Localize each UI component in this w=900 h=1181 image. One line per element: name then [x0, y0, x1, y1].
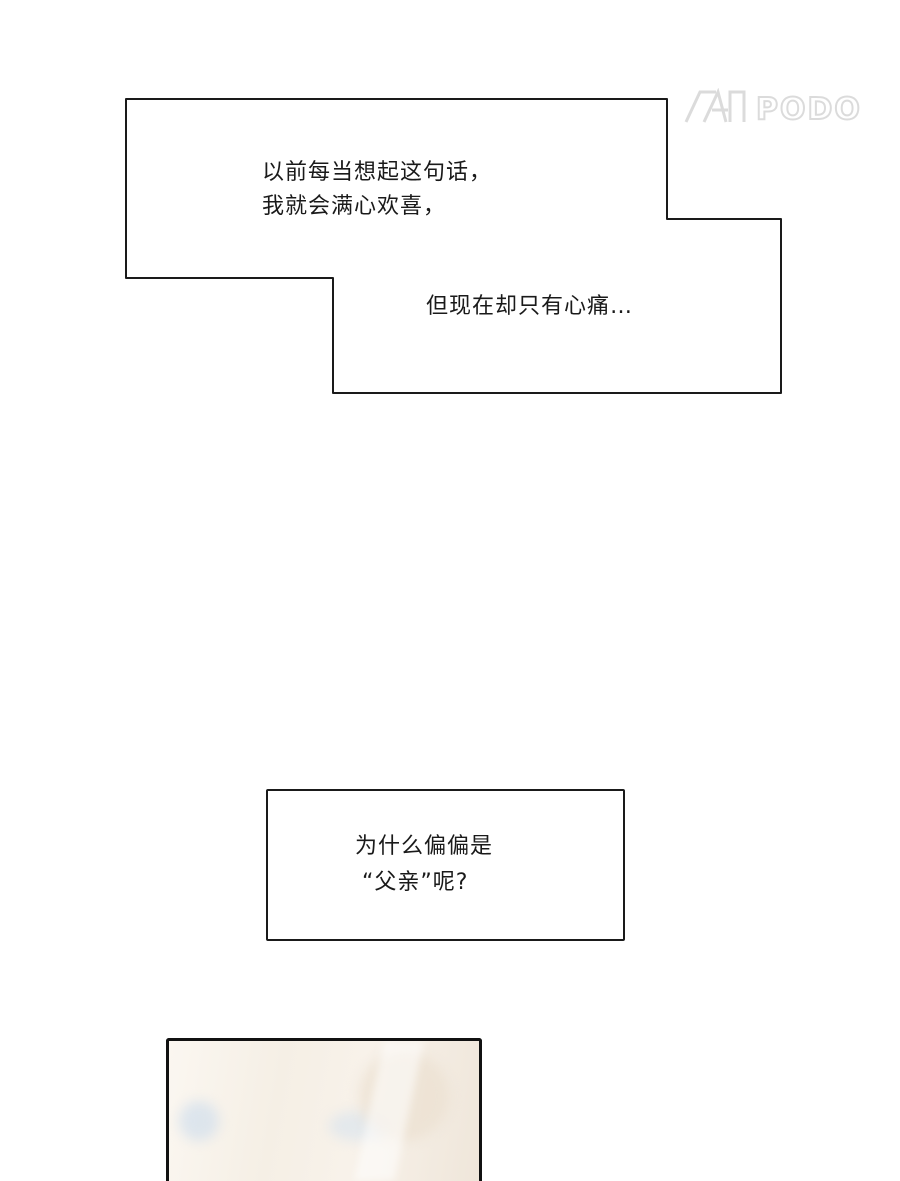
- caption-line: “父亲”呢?: [362, 870, 469, 895]
- light-blur: [179, 1101, 219, 1141]
- caption-line: 以前每当想起这句话，: [262, 160, 493, 185]
- caption-line: 但现在却只有心痛…: [426, 294, 634, 319]
- caption-box: [266, 789, 625, 941]
- caption-line: 我就会满心欢喜，: [262, 194, 447, 219]
- comic-image-panel: [166, 1038, 482, 1181]
- caption-line: 为什么偏偏是: [355, 834, 494, 859]
- podo-watermark-logo: PODO: [682, 87, 882, 128]
- stepped-caption-box: [0, 0, 900, 420]
- watermark-brand-text: PODO: [756, 92, 862, 126]
